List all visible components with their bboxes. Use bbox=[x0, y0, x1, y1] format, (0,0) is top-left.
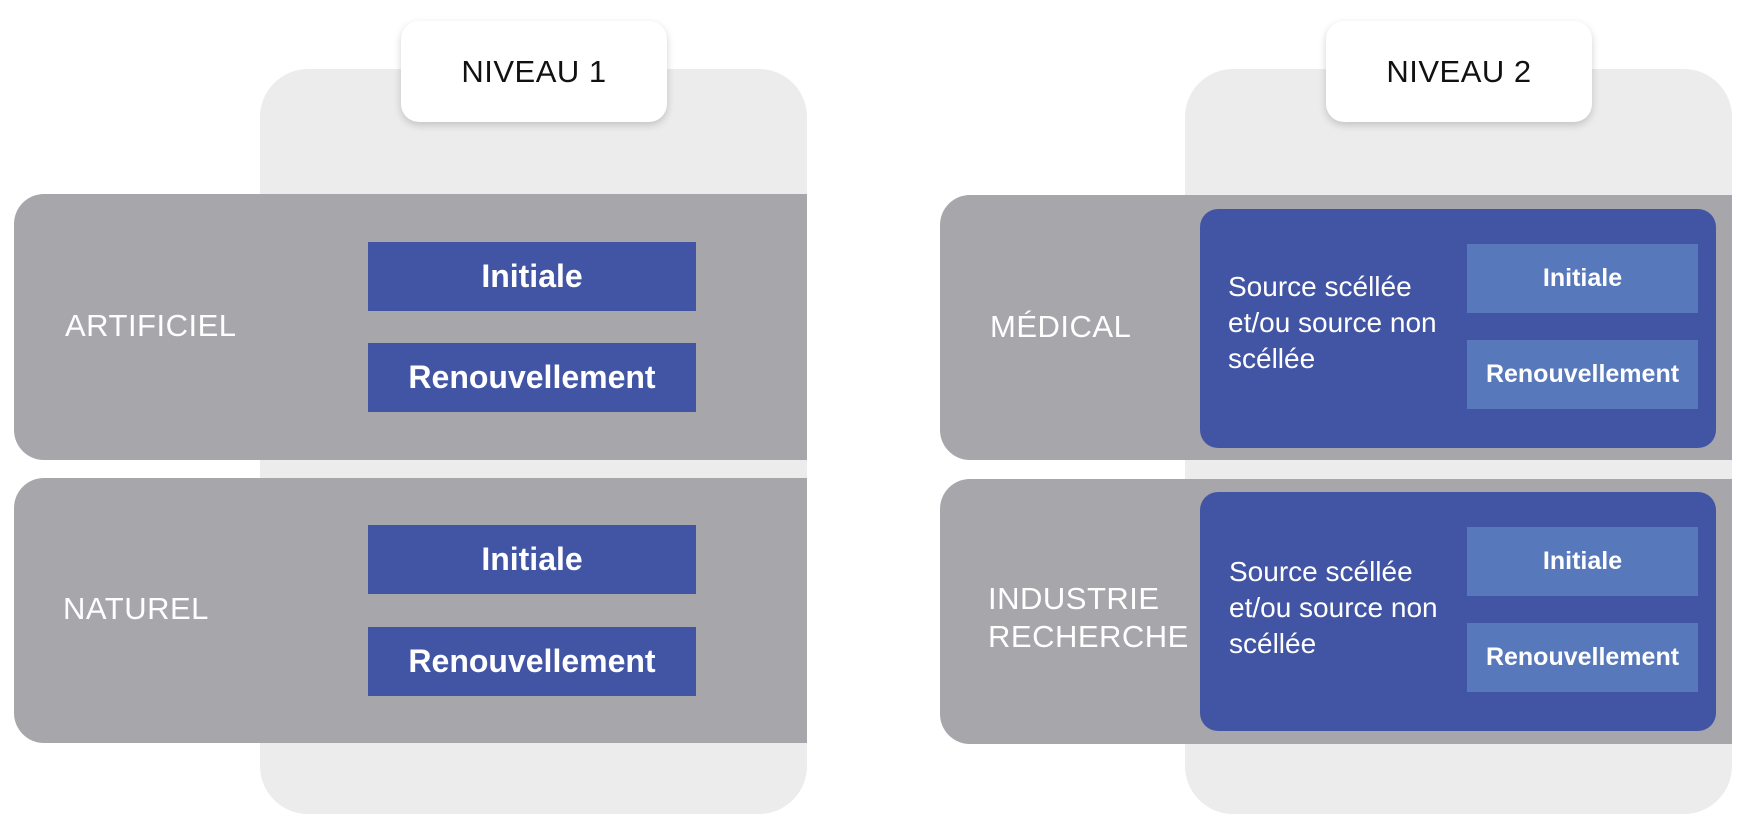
row-label-artificiel: ARTIFICIEL bbox=[65, 308, 237, 343]
source-group: Source scéllée et/ou source non scéllée … bbox=[1200, 209, 1716, 448]
row-label-medical: MÉDICAL bbox=[990, 309, 1132, 344]
source-group-text: Source scéllée et/ou source non scéllée bbox=[1229, 556, 1438, 659]
row-industrie-recherche: INDUSTRIE RECHERCHE Source scéllée et/ou… bbox=[940, 479, 1732, 744]
renouvellement-button[interactable]: Renouvellement bbox=[1467, 340, 1698, 409]
renouvellement-button[interactable]: Renouvellement bbox=[1467, 623, 1698, 692]
initiale-button[interactable]: Initiale bbox=[1467, 244, 1698, 313]
row-label-industrie-recherche: INDUSTRIE RECHERCHE bbox=[988, 581, 1189, 654]
initiale-button[interactable]: Initiale bbox=[1467, 527, 1698, 596]
row-medical: MÉDICAL Source scéllée et/ou source non … bbox=[940, 195, 1732, 460]
row-label-naturel: NATUREL bbox=[63, 591, 209, 626]
source-group-text: Source scéllée et/ou source non scéllée bbox=[1228, 271, 1437, 374]
row-artificiel: ARTIFICIEL Initiale Renouvellement bbox=[14, 194, 807, 460]
initiale-button[interactable]: Initiale bbox=[368, 242, 696, 311]
renouvellement-button[interactable]: Renouvellement bbox=[368, 343, 696, 412]
row-naturel: NATUREL Initiale Renouvellement bbox=[14, 478, 807, 743]
level2-title: NIVEAU 2 bbox=[1326, 21, 1592, 122]
renouvellement-button[interactable]: Renouvellement bbox=[368, 627, 696, 696]
source-group: Source scéllée et/ou source non scéllée … bbox=[1200, 492, 1716, 731]
initiale-button[interactable]: Initiale bbox=[368, 525, 696, 594]
level1-title: NIVEAU 1 bbox=[401, 21, 667, 122]
